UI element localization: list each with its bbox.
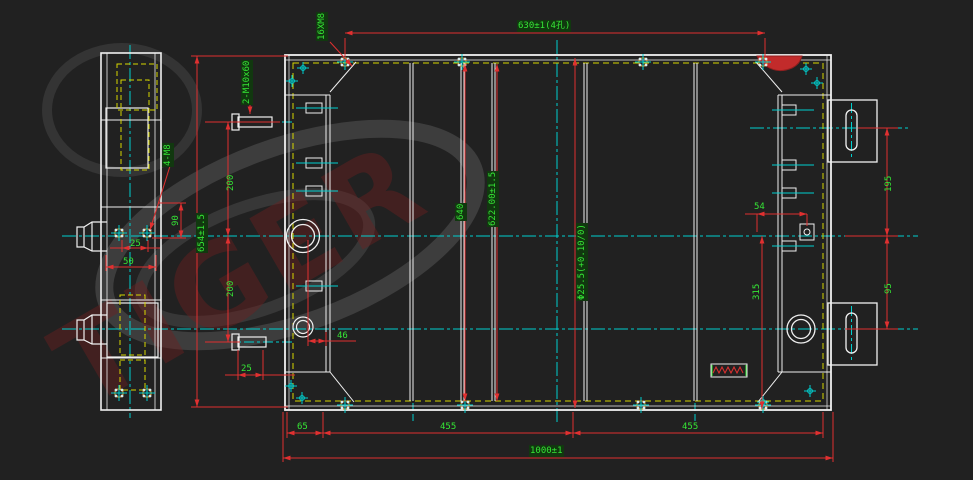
front-view[interactable] bbox=[231, 53, 878, 414]
right-tab[interactable] bbox=[799, 223, 815, 241]
dim-label-hole-span-left[interactable]: 455 bbox=[440, 422, 457, 432]
right-bracket-upper[interactable] bbox=[827, 99, 878, 163]
dim-label-core-width-tol[interactable]: 622.00±1.5 bbox=[488, 171, 498, 226]
dim-label-core-height[interactable]: 640 bbox=[456, 203, 466, 220]
dim-label-stud-spec[interactable]: 2-M10x60 bbox=[242, 60, 252, 104]
dim-label-bracket-upper-span[interactable]: 195 bbox=[884, 175, 894, 192]
dim-label-pitch-lower[interactable]: 200 bbox=[226, 280, 236, 297]
dim-label-overall-height[interactable]: 654±1.5 bbox=[197, 214, 207, 252]
left-upper-port[interactable] bbox=[285, 218, 321, 254]
right-tank-clips[interactable] bbox=[772, 104, 814, 252]
dim-label-bracket-total-span[interactable]: 315 bbox=[752, 283, 762, 300]
name-plate[interactable] bbox=[710, 363, 748, 378]
dim-label-port-dia[interactable]: Φ25.5(+0.10/0) bbox=[577, 224, 587, 300]
dim-label-bracket-offset[interactable]: 54 bbox=[754, 202, 765, 212]
dim-label-overall-width[interactable]: 1000±1 bbox=[530, 446, 563, 456]
dim-label-frame-hole-span[interactable]: 630±1(4孔) bbox=[518, 21, 571, 31]
dim-label-side-height[interactable]: 90 bbox=[171, 215, 181, 226]
left-lower-port[interactable] bbox=[292, 316, 314, 338]
side-view-hidden-lines[interactable] bbox=[116, 63, 158, 391]
dim-label-bottom-offset[interactable]: 65 bbox=[297, 422, 308, 432]
dimensions[interactable] bbox=[105, 30, 898, 462]
dim-label-pitch-upper[interactable]: 200 bbox=[226, 174, 236, 191]
right-lower-port[interactable] bbox=[786, 314, 816, 344]
dim-label-side-pitch-inner[interactable]: 25 bbox=[130, 239, 141, 249]
left-tank-clips[interactable] bbox=[296, 102, 338, 292]
side-view[interactable] bbox=[76, 52, 162, 411]
dim-label-side-bolts[interactable]: 4-M8 bbox=[163, 144, 173, 166]
dim-label-tank-offset[interactable]: 46 bbox=[337, 331, 348, 341]
dim-label-bracket-lower-span[interactable]: 95 bbox=[884, 283, 894, 294]
watermark: TIGER bbox=[32, 43, 485, 434]
dim-label-side-pitch-outer[interactable]: 50 bbox=[123, 257, 134, 267]
right-bracket-lower[interactable] bbox=[827, 302, 878, 366]
dim-label-hole-span-right[interactable]: 455 bbox=[682, 422, 699, 432]
dim-label-stud-protrusion[interactable]: 25 bbox=[241, 364, 252, 374]
dim-label-frame-holes[interactable]: 16XM8 bbox=[317, 12, 327, 40]
core-hidden-outline[interactable] bbox=[292, 62, 824, 402]
